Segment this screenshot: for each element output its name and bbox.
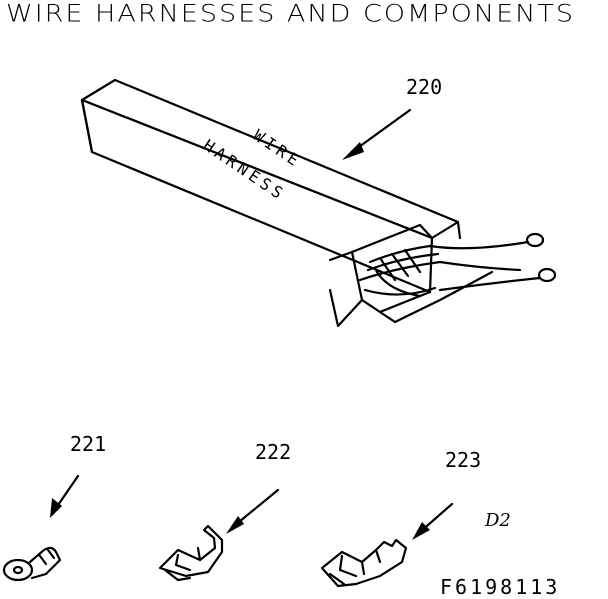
leader-arrow-220	[350, 108, 412, 154]
part-number-221: 221	[70, 432, 107, 456]
part-number-223: 223	[445, 448, 482, 472]
diagram-title: WIRE HARNESSES AND COMPONENTS	[6, 0, 575, 28]
leader-arrow-222	[232, 488, 280, 528]
wire-harness-box	[80, 78, 557, 328]
ring-terminal-part-221	[2, 546, 62, 582]
section-code: D2	[485, 510, 511, 531]
spade-terminal-part-222	[158, 524, 224, 582]
quick-connect-terminal-part-223	[320, 538, 408, 588]
figure-id: F6198113	[440, 575, 561, 599]
part-number-222: 222	[255, 440, 292, 464]
leader-arrow-221	[54, 474, 80, 510]
part-number-220: 220	[406, 75, 443, 99]
